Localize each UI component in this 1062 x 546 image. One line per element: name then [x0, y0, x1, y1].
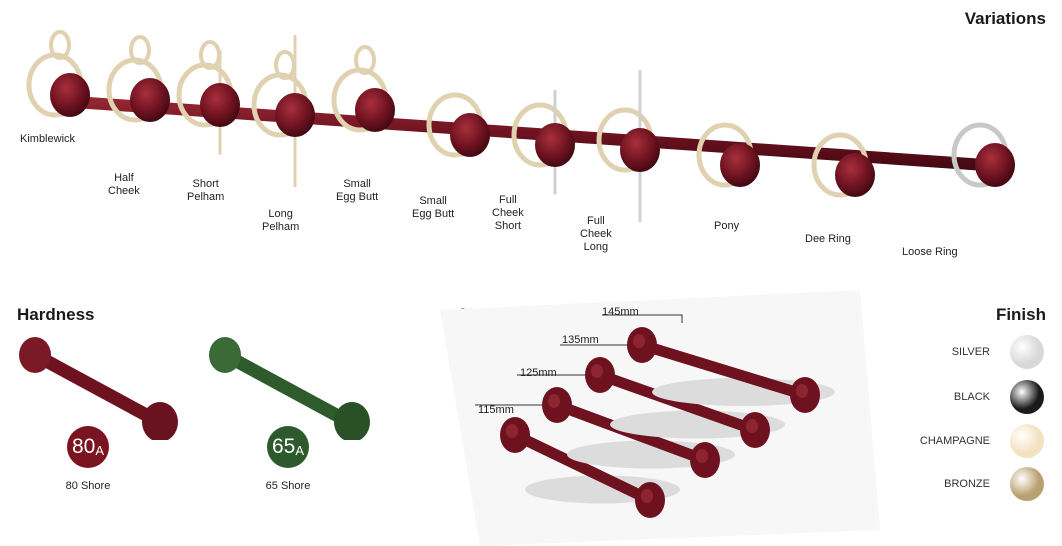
measure-label-145: 145mm [602, 306, 639, 318]
finish-swatch [1010, 467, 1044, 501]
finish-title: Finish [995, 305, 1046, 324]
finish-label: SILVER [951, 346, 990, 358]
hardness-bit-65 [209, 337, 370, 440]
variation-label-6: Small Egg Butt [412, 195, 455, 220]
variation-label-1: Kimblewick [20, 133, 76, 145]
variation-label-2: Half Cheek [108, 172, 140, 197]
variation-bit-3 [176, 40, 240, 155]
variation-bit-5 [331, 45, 395, 133]
variation-bit-6 [426, 92, 490, 158]
variation-bit-2 [106, 35, 170, 123]
measure-label-135: 135mm [562, 334, 599, 346]
variation-bit-11 [951, 122, 1015, 188]
measures-illustration [440, 290, 880, 546]
measure-label-115: 115mm [478, 404, 514, 416]
hardness-illustration [19, 337, 370, 440]
finish-option-silver: SILVER [880, 335, 1044, 369]
variation-bit-10 [811, 132, 875, 198]
variation-bit-9 [696, 122, 760, 188]
measure-label-125: 125mm [520, 367, 557, 379]
measures-bits [475, 314, 835, 518]
finish-label: BRONZE [944, 478, 990, 490]
variation-label-4: Long Pelham [262, 208, 300, 233]
finish-label: CHAMPAGNE [919, 435, 990, 447]
finish-swatch [1010, 424, 1044, 458]
hardness-bit-80 [19, 337, 178, 440]
variation-bit-4 [251, 35, 315, 187]
finish-swatch [1010, 380, 1044, 414]
variation-label-10: Dee Ring [805, 233, 851, 245]
variation-label-7: Full Cheek Short [492, 194, 524, 232]
hardness-title: Hardness [17, 305, 95, 324]
variation-bit-1 [26, 30, 90, 118]
variation-bits [26, 30, 1015, 222]
variations-title: Variations [964, 9, 1046, 28]
measure-bit-3 [560, 344, 785, 448]
badge-unit: A [295, 442, 305, 458]
finish-swatch [1010, 335, 1044, 369]
variation-bit-7 [511, 90, 575, 195]
finish-option-champagne: CHAMPAGNE [880, 424, 1044, 458]
hardness-label-65: 65 Shore [265, 480, 311, 492]
variations-illustration [26, 30, 1015, 222]
hardness-label-80: 80 Shore [65, 480, 111, 492]
finish-option-black: BLACK [880, 380, 1044, 414]
variation-label-9: Pony [714, 220, 740, 232]
finish-label: BLACK [953, 391, 990, 403]
finish-option-bronze: BRONZE [880, 467, 1044, 501]
variation-label-3: Short Pelham [187, 178, 225, 203]
variation-label-5: Small Egg Butt [336, 178, 379, 203]
badge-value: 65 [271, 435, 296, 458]
variation-bit-8 [596, 70, 660, 222]
variation-label-8: Full Cheek Long [580, 215, 612, 253]
badge-value: 80 [71, 435, 96, 458]
measure-bit-1 [475, 404, 680, 518]
badge-unit: A [95, 442, 105, 458]
variation-label-11: Loose Ring [902, 246, 958, 258]
measure-bit-4 [602, 314, 835, 413]
